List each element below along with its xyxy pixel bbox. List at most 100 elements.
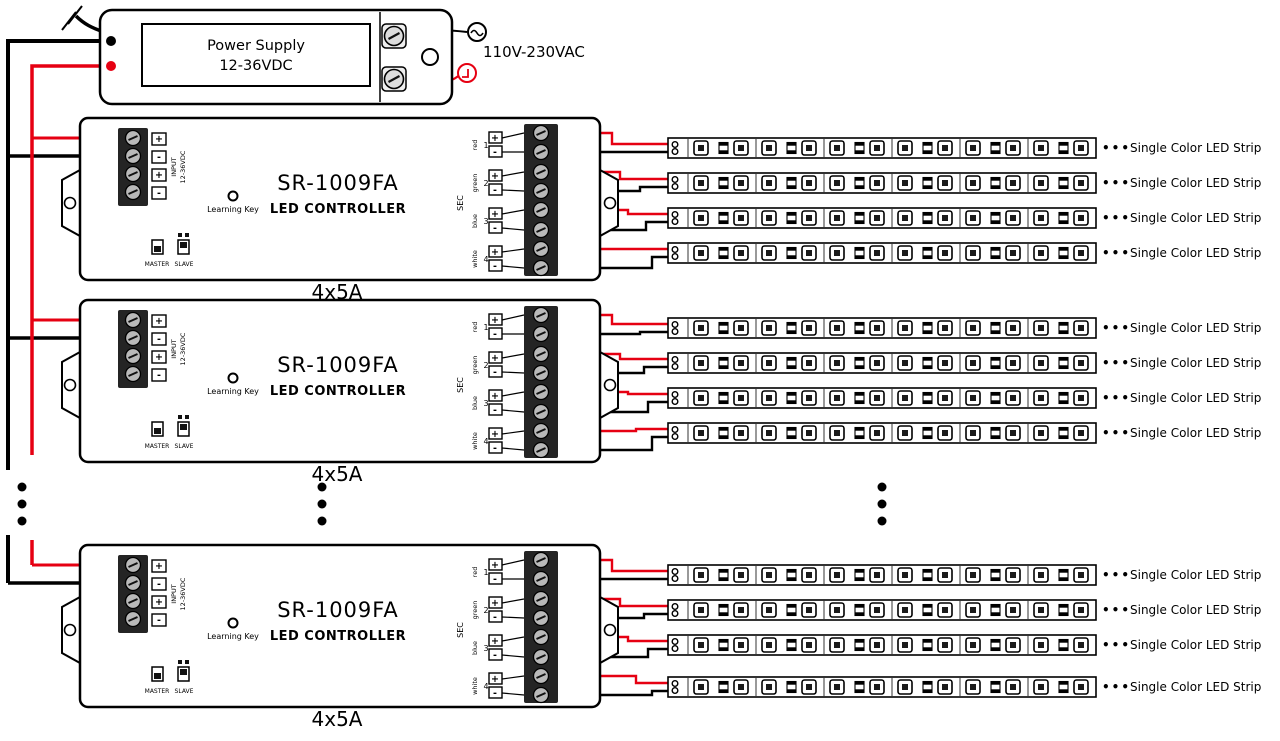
led-strip-row: ••• Single Color LED Strip [667,137,1261,159]
led-strip-row: ••• Single Color LED Strip [667,599,1261,621]
channel-name: blue [471,396,479,410]
output-plus-label: + [491,209,499,220]
controller-hardware [62,545,618,707]
led-strip [667,137,1097,159]
output-wires-black [556,150,673,697]
led-strip [667,634,1097,656]
dot [317,516,327,526]
input-plus-label: + [155,316,163,327]
dot [317,499,327,509]
channel-name: green [471,601,479,620]
channel-number: 3 [483,217,488,226]
output-minus-label: - [493,223,497,234]
led-strip-label: Single Color LED Strip [1130,356,1261,370]
led-strip-row: ••• Single Color LED Strip [667,634,1261,656]
channel-number: 1 [483,568,488,577]
channel-number: 4 [483,682,488,691]
continuation-dots [17,482,887,526]
input-plus-label: + [155,561,163,572]
channel-number: 3 [483,399,488,408]
input-voltage-label: 12-36VDC [179,150,187,183]
channel-name: red [471,567,479,578]
rating-label: 4x5A [312,707,363,731]
output-minus-label: - [493,147,497,158]
output-plus-label: + [491,429,499,440]
ellipsis: ••• [1102,603,1131,617]
master-switch-label: MASTER [145,443,170,450]
channel-name: white [471,432,479,450]
dot [877,499,887,509]
led-strip-row: ••• Single Color LED Strip [667,207,1261,229]
ellipsis: ••• [1102,141,1131,155]
led-strip [667,564,1097,586]
ac-input: 110V-230VAC [457,22,585,83]
input-label: INPUT [170,584,178,603]
led-strip-label: Single Color LED Strip [1130,141,1261,155]
input-plus-label: + [155,170,163,181]
ellipsis: ••• [1102,356,1131,370]
ellipsis: ••• [1102,426,1131,440]
led-strip-row: ••• Single Color LED Strip [667,676,1261,698]
led-strip-label: Single Color LED Strip [1130,680,1261,694]
led-strip-label: Single Color LED Strip [1130,246,1261,260]
channel-name: white [471,677,479,695]
ac-terminal-screw [380,65,408,93]
led-strip-row: ••• Single Color LED Strip [667,317,1261,339]
led-strip-label: Single Color LED Strip [1130,426,1261,440]
led-strip [667,422,1097,444]
input-voltage-label: 12-36VDC [179,577,187,610]
wire [556,255,673,270]
ellipsis: ••• [1102,246,1131,260]
slave-switch-label: SLAVE [175,688,194,695]
channel-number: 2 [483,361,488,370]
led-strip [667,172,1097,194]
led-strip-label: Single Color LED Strip [1130,568,1261,582]
power-supply-label-plate [141,23,371,87]
controller-hardware [62,300,618,462]
output-plus-label: + [491,247,499,258]
channel-number: 2 [483,179,488,188]
channel-name: blue [471,641,479,655]
output-plus-label: + [491,171,499,182]
input-label: INPUT [170,339,178,358]
model-label: SR-1009FA [277,353,399,377]
sec-label: SEC [456,195,465,211]
input-minus-label: - [157,370,161,381]
learning-key-label: Learning Key [207,632,259,641]
rating-label: 4x5A [312,462,363,486]
ac-terminal-screw [380,22,408,50]
output-minus-label: - [493,612,497,623]
power-supply: Power Supply 12-36VDC [98,8,454,106]
channel-number: 4 [483,255,488,264]
wire-break-mark [67,5,83,25]
dc-positive-terminal [106,61,116,71]
channel-number: 2 [483,606,488,615]
master-switch-label: MASTER [145,688,170,695]
channel-name: green [471,356,479,375]
led-strip-row: ••• Single Color LED Strip [667,172,1261,194]
ac-neutral-wave [470,29,484,37]
sec-label: SEC [456,622,465,638]
wire [556,435,673,452]
led-strip-label: Single Color LED Strip [1130,638,1261,652]
dot [17,499,27,509]
channel-name: blue [471,214,479,228]
dot [317,482,327,492]
channel-number: 1 [483,323,488,332]
led-strip-rows: ••• Single Color LED Strip ••• Single Co… [667,137,1261,698]
ellipsis: ••• [1102,680,1131,694]
dot [17,482,27,492]
channel-name: green [471,174,479,193]
input-minus-label: - [157,152,161,163]
wire-break-mark [61,11,77,31]
input-minus-label: - [157,615,161,626]
controller-2: + - + - INPUT 12-36VDC Learning Key SR-1… [62,300,618,486]
ac-voltage-label: 110V-230VAC [483,43,585,61]
led-strip [667,676,1097,698]
dot [877,482,887,492]
input-voltage-label: 12-36VDC [179,332,187,365]
wire [556,689,673,697]
mounting-hole [421,48,439,66]
